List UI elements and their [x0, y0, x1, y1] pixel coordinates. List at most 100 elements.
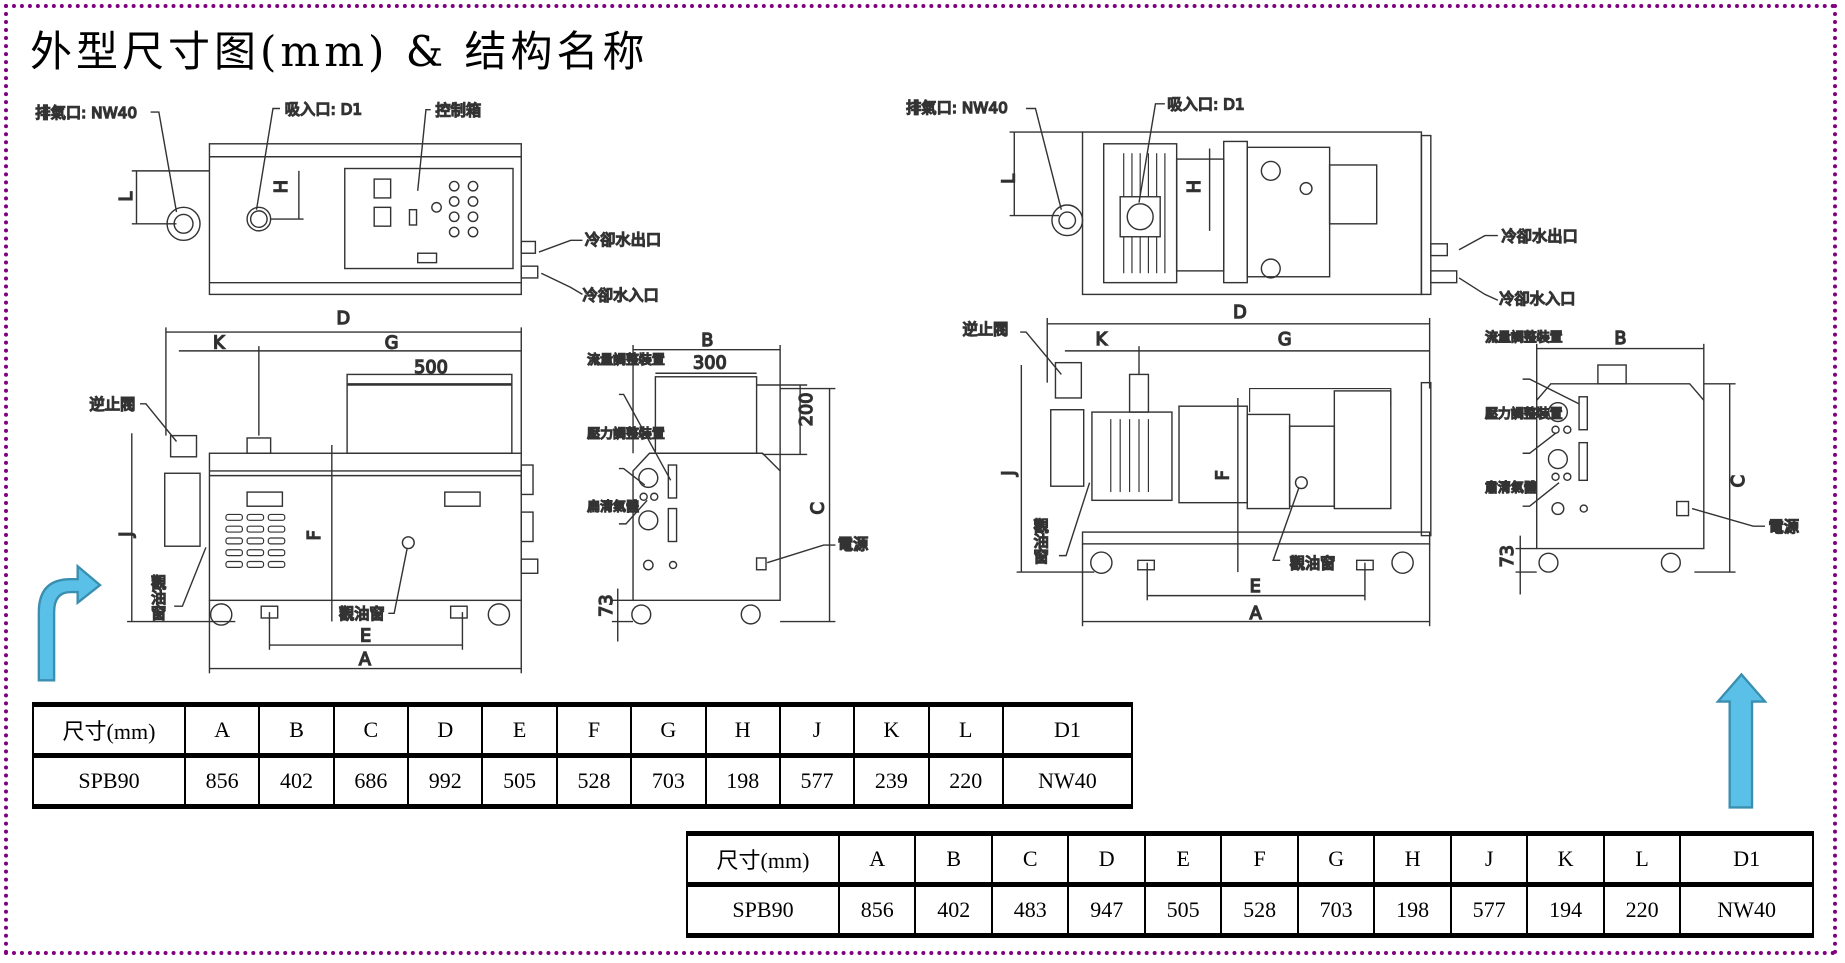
right-cooling-in-label: 冷卻水入口: [1499, 290, 1575, 308]
table-cell: F: [1220, 831, 1299, 887]
table-cell: J: [1449, 831, 1529, 887]
right-dim-J: J: [999, 470, 1019, 476]
right-front-view: [1515, 343, 1765, 595]
left-cooling-in-label: 冷卻水入口: [582, 286, 658, 304]
table-cell: 703: [630, 754, 707, 809]
left-dim-E: E: [360, 627, 371, 647]
right-dim-H: H: [1185, 180, 1205, 193]
left-front-view: [611, 345, 836, 642]
table-cell: 483: [990, 883, 1070, 938]
table-cell: C: [990, 831, 1070, 887]
table-cell: 194: [1526, 883, 1605, 938]
table-cell: 198: [704, 754, 781, 809]
left-inlet-label: 吸入口: D1: [285, 100, 362, 118]
left-dim-J: J: [117, 532, 137, 538]
left-control-box-label: 控制箱: [435, 102, 481, 120]
table-cell: 528: [1220, 883, 1299, 938]
table-cell: A: [183, 702, 261, 758]
table-cell: 220: [927, 754, 1004, 809]
table-cell: A: [837, 831, 917, 887]
right-dim-G: G: [1278, 330, 1292, 350]
right-check-valve-label: 逆止閥: [963, 320, 1009, 338]
table-cell: H: [1373, 831, 1452, 887]
right-dim-E: E: [1250, 577, 1261, 597]
left-pressure-adjust-label: 壓力調整裝置: [587, 427, 665, 442]
table-cell: G: [630, 702, 707, 758]
table-row: SPB90 856 402 686 992 505 528 703 198 57…: [32, 754, 1134, 809]
table-header-row: 尺寸(mm) A B C D E F G H J K L D1: [32, 702, 1134, 758]
right-cooling-out-label: 冷卻水出口: [1501, 227, 1577, 245]
page-title: 外型尺寸图(mm) & 结构名称: [30, 27, 649, 76]
table-cell: B: [914, 831, 993, 887]
table-cell: K: [853, 702, 930, 758]
left-dim-F: F: [305, 530, 325, 540]
table-cell: 947: [1067, 883, 1146, 938]
table-cell: SPB90: [32, 754, 186, 809]
left-top-view: [131, 107, 583, 296]
table-cell: 577: [1449, 883, 1529, 938]
left-power-label: 電源: [838, 536, 869, 554]
table-cell: 尺寸(mm): [32, 702, 186, 758]
left-cooling-out-label: 冷卻水出口: [585, 231, 661, 249]
left-dim-300: 300: [693, 354, 727, 374]
left-dim-200: 200: [797, 393, 817, 427]
curved-arrow-icon: [37, 563, 102, 682]
right-side-view: [1016, 317, 1432, 627]
right-dim-73: 73: [1498, 545, 1518, 567]
left-dim-B: B: [701, 331, 713, 351]
right-top-view: [1009, 103, 1499, 301]
dim-L: L: [117, 191, 137, 201]
left-purge-gas-label: 扁清氣體: [587, 500, 639, 515]
right-dim-K: K: [1095, 330, 1107, 350]
table-cell: K: [1526, 831, 1605, 887]
table-cell: L: [927, 702, 1004, 758]
right-exhaust-label: 排氣口: NW40: [906, 99, 1008, 117]
left-dim-A: A: [359, 650, 371, 670]
table-cell: H: [704, 702, 781, 758]
dimension-table-2: 尺寸(mm) A B C D E F G H J K L D1 SPB90 85…: [686, 831, 1814, 938]
right-flow-adjust-label: 流量調整裝置: [1485, 330, 1563, 345]
table-cell: 686: [332, 754, 410, 809]
table-cell: 577: [778, 754, 856, 809]
right-inlet-label: 吸入口: D1: [1167, 96, 1244, 114]
table-cell: 402: [258, 754, 335, 809]
dimension-table-1: 尺寸(mm) A B C D E F G H J K L D1 SPB90 85…: [32, 702, 1134, 809]
dim-H: H: [272, 180, 292, 193]
right-power-label: 電源: [1769, 518, 1800, 536]
table-row: SPB90 856 402 483 947 505 528 703 198 57…: [686, 883, 1814, 938]
table-cell: E: [481, 702, 558, 758]
left-oil-window-label-2: 觀油窗: [339, 605, 385, 623]
right-dim-A: A: [1250, 604, 1262, 624]
table-cell: D: [1067, 831, 1146, 887]
table-cell: G: [1296, 831, 1376, 887]
left-exhaust-label: 排氣口: NW40: [35, 104, 137, 122]
left-side-view: [127, 327, 539, 674]
table-cell: 505: [1143, 883, 1223, 938]
page-border: [4, 4, 1837, 955]
table-cell: 220: [1602, 883, 1682, 938]
table-cell: E: [1143, 831, 1223, 887]
table-cell: L: [1602, 831, 1682, 887]
table-cell: 505: [481, 754, 558, 809]
left-dim-G: G: [385, 334, 399, 354]
left-check-valve-label: 逆止閥: [89, 396, 135, 414]
table-cell: D: [407, 702, 484, 758]
table-cell: NW40: [1001, 754, 1134, 809]
table-cell: D1: [1679, 831, 1814, 887]
right-pressure-adjust-label: 壓力調整裝置: [1485, 407, 1563, 422]
table-cell: 992: [407, 754, 484, 809]
table-cell: F: [555, 702, 633, 758]
up-arrow-icon: [1715, 672, 1768, 809]
table-cell: 703: [1296, 883, 1376, 938]
table-cell: 528: [555, 754, 633, 809]
table-cell: 856: [837, 883, 917, 938]
table-header-row: 尺寸(mm) A B C D E F G H J K L D1: [686, 831, 1814, 887]
table-cell: 尺寸(mm): [686, 831, 840, 887]
table-cell: 402: [914, 883, 993, 938]
left-dim-C: C: [809, 502, 829, 514]
right-oil-window-label-2: 觀油窗: [1290, 555, 1336, 573]
left-flow-adjust-label: 流量調整裝置: [587, 353, 665, 368]
left-dim-D: D: [337, 309, 351, 329]
left-dim-500: 500: [414, 358, 448, 378]
